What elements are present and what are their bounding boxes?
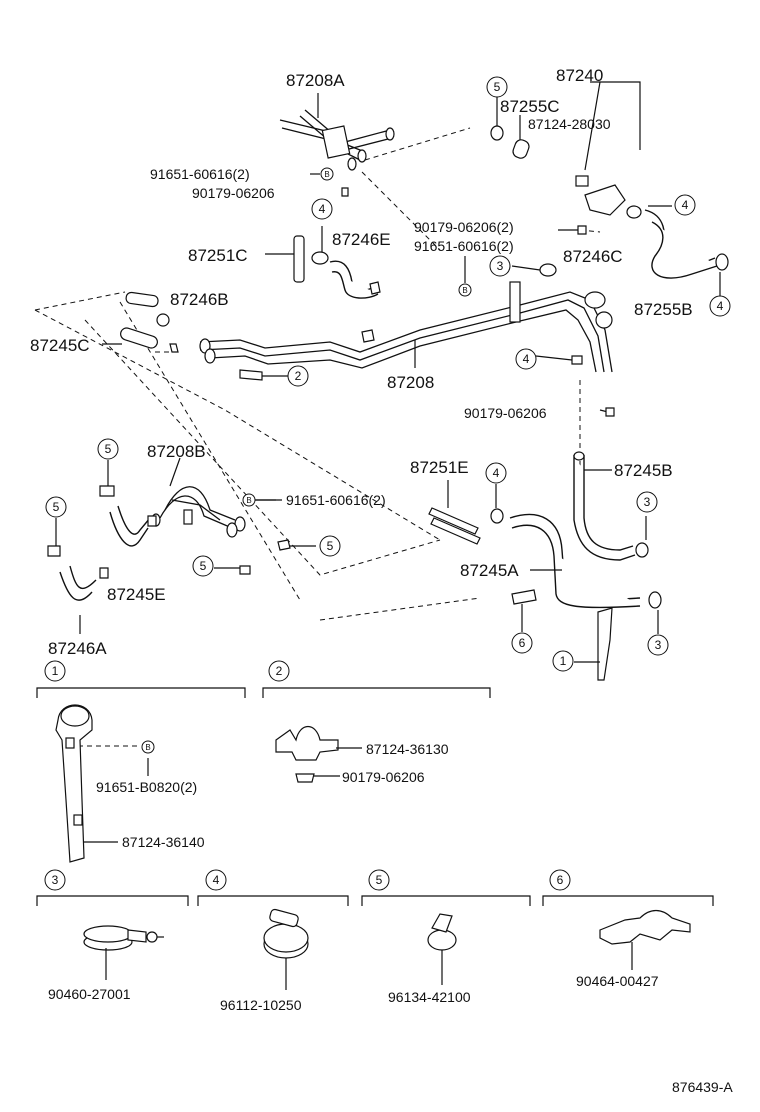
section-bracket-5	[361, 895, 531, 906]
bracket-callout-1	[574, 607, 613, 681]
callout-5-lower: 5	[327, 539, 334, 553]
label-90460-27001: 90460-27001	[48, 986, 131, 1002]
callout-3-87245A: 3	[655, 638, 662, 652]
label-91651-60616-2-top: 91651-60616(2)	[150, 166, 250, 182]
label-91651-B0820-2: 91651-B0820(2)	[96, 779, 197, 795]
clamp-callout-6	[511, 589, 537, 632]
section-bracket-3	[36, 895, 189, 906]
hose-87246B	[125, 291, 170, 327]
detail-clamp-96112-10250	[263, 908, 309, 990]
main-pipe-87208	[199, 281, 613, 373]
callout-4-right: 4	[682, 198, 689, 212]
label-96134-42100: 96134-42100	[388, 989, 471, 1005]
diagram-reference-code: 876439-A	[672, 1079, 733, 1095]
label-96112-10250: 96112-10250	[220, 997, 302, 1013]
label-87246B: 87246B	[170, 290, 229, 309]
hose-87245C	[102, 327, 179, 353]
detail-clamp-90464-00427	[599, 909, 691, 970]
section-bracket-4	[197, 895, 349, 906]
label-87246C: 87246C	[563, 247, 623, 266]
label-90179-06206-detail: 90179-06206	[342, 769, 425, 785]
label-91651-60616-2-mid: 91651-60616(2)	[414, 238, 514, 254]
label-91651-60616-2-low: 91651-60616(2)	[286, 492, 386, 508]
label-87124-28030: 87124-28030	[528, 116, 611, 132]
label-87208A: 87208A	[286, 71, 345, 90]
callout-5-87246A: 5	[53, 500, 60, 514]
detail-clamp-87124-36130	[275, 725, 362, 783]
callout-4-pipe: 4	[523, 352, 530, 366]
pipe-assembly-87208A	[279, 93, 395, 171]
callout-circles: 5 4 4 3 4 2 4 5 4 3 5 5 5 6 3 1 1 2	[44, 76, 731, 891]
callout-1-main: 1	[560, 654, 567, 668]
label-87208B: 87208B	[147, 442, 206, 461]
section-bracket-6	[542, 895, 714, 906]
callout-5-87245E: 5	[105, 442, 112, 456]
section-4-marker: 4	[213, 873, 220, 887]
hose-87246E	[311, 226, 381, 299]
bolt-icon-detail: B	[145, 743, 150, 752]
bolt-markers: B B B B	[141, 167, 472, 754]
label-87255C: 87255C	[500, 97, 560, 116]
callout-2-pipe: 2	[295, 369, 302, 383]
callout-4-87251E: 4	[493, 466, 500, 480]
hose-87245E	[99, 460, 157, 547]
label-90464-00427: 90464-00427	[576, 973, 659, 989]
section-bracket-1	[36, 687, 246, 698]
pipe-assembly-87208B	[151, 457, 316, 575]
label-90179-06206-right: 90179-06206	[464, 405, 547, 421]
connector-87251C	[265, 235, 305, 283]
label-87255B: 87255B	[634, 300, 693, 319]
label-87251C: 87251C	[188, 246, 248, 265]
dashed-guide-lines	[34, 127, 601, 747]
bolt-icon-top: B	[324, 170, 329, 179]
detail-clamp-96134-42100	[427, 913, 457, 985]
label-87208: 87208	[387, 373, 434, 392]
label-87245B: 87245B	[614, 461, 673, 480]
hose-87245A	[490, 484, 662, 634]
callout-6-main: 6	[519, 636, 526, 650]
bracket-87240	[558, 81, 642, 235]
callout-4-87246E: 4	[319, 202, 326, 216]
callout-5-top: 5	[494, 80, 501, 94]
hose-87246A	[47, 518, 109, 634]
bolt-icon-lower: B	[246, 496, 251, 505]
section-2-marker: 2	[276, 664, 283, 678]
connector-87251E	[428, 480, 481, 545]
clamp-87246C	[511, 263, 615, 417]
label-87245C: 87245C	[30, 336, 90, 355]
section-5-marker: 5	[376, 873, 383, 887]
hose-87255C	[490, 96, 530, 159]
section-1-marker: 1	[52, 664, 59, 678]
detail-bracket-87124-36140	[55, 704, 149, 863]
callout-4-87255B: 4	[717, 299, 724, 313]
callout-3-87245B: 3	[644, 495, 651, 509]
section-3-marker: 3	[52, 873, 59, 887]
label-87251E: 87251E	[410, 458, 469, 477]
label-87240: 87240	[556, 66, 603, 85]
section-bracket-2	[262, 687, 491, 698]
callout-3-mid: 3	[497, 259, 504, 273]
clamp-callout-2	[239, 369, 288, 381]
section-6-marker: 6	[557, 873, 564, 887]
bolt-icon-mid: B	[462, 286, 467, 295]
label-90179-06206-top: 90179-06206	[192, 185, 275, 201]
part-labels: 87208A 87240 87255C 87124-28030 91651-60…	[30, 66, 733, 1095]
label-87124-36130: 87124-36130	[366, 741, 449, 757]
hose-87245B	[573, 451, 649, 561]
callout-5-left: 5	[200, 559, 207, 573]
label-87245A: 87245A	[460, 561, 519, 580]
label-87245E: 87245E	[107, 585, 166, 604]
label-90179-06206-2: 90179-06206(2)	[414, 219, 514, 235]
label-87246E: 87246E	[332, 230, 391, 249]
label-87246A: 87246A	[48, 639, 107, 658]
hose-87255B	[644, 205, 729, 296]
label-87124-36140: 87124-36140	[122, 834, 205, 850]
detail-clamp-90460-27001	[83, 925, 164, 980]
